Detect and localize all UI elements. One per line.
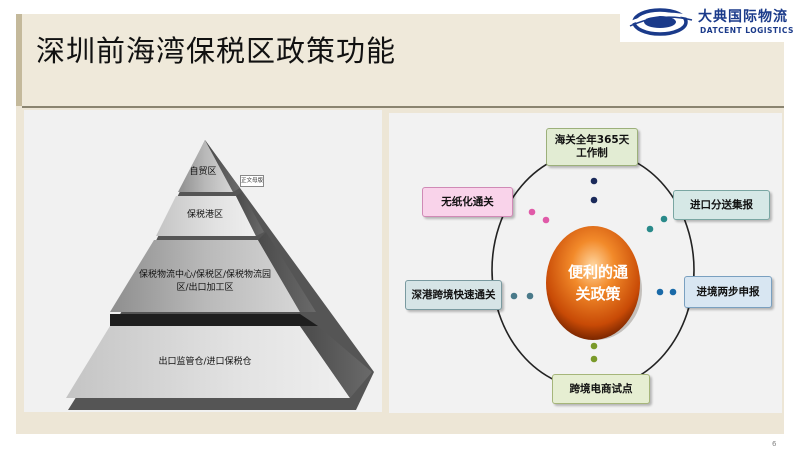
pyramid-level-4 — [66, 326, 350, 398]
policy-box-cross-border-ecommerce: 跨境电商试点 — [552, 374, 650, 404]
connector-dot — [542, 216, 550, 224]
connector-dot — [669, 288, 677, 296]
pyramid-label-level-4: 出口监管仓/进口保税仓 — [158, 357, 252, 367]
connector-dot — [590, 196, 598, 204]
connector-dot — [590, 355, 598, 363]
title-underline — [22, 106, 784, 108]
policy-box-import-split-declaration: 进口分送集报 — [673, 190, 770, 220]
policy-center-circle — [546, 226, 640, 340]
policy-box-customs-365: 海关全年365天 工作制 — [546, 128, 638, 166]
pyramid-label-level-2: 保税港区 — [186, 210, 223, 220]
policy-box-two-step-declaration: 进境两步申报 — [684, 276, 772, 308]
connector-dot — [526, 292, 534, 300]
pyramid-level-4-side — [300, 326, 372, 398]
pyramid-level-3-side — [258, 232, 316, 312]
logo-mark-icon — [627, 8, 695, 36]
connector-dot — [660, 215, 668, 223]
connector-dot — [510, 292, 518, 300]
connector-dot — [590, 177, 598, 185]
pyramid-level-3 — [110, 240, 300, 312]
pyramid-level-1-side — [205, 140, 240, 192]
master-slide-tooltip: 正文母版 — [240, 175, 264, 187]
pyramid-level-1 — [178, 140, 233, 192]
logo-chinese-text: 大典国际物流 — [698, 9, 788, 25]
connector-dot — [590, 342, 598, 350]
pyramid-level-2-side — [236, 192, 264, 236]
connector-dot — [646, 225, 654, 233]
connector-dot — [656, 288, 664, 296]
pyramid-level-4-top — [110, 314, 318, 326]
slide-title: 深圳前海湾保税区政策功能 — [36, 34, 397, 68]
pyramid-label-level-3: 保税物流中心/保税区/保税物流园 区/出口加工区 — [138, 270, 272, 293]
page-number: 6 — [772, 440, 777, 448]
policy-center-label: 便利的通 关政策 — [567, 263, 628, 303]
pyramid-label-level-1: 自贸区 — [189, 167, 217, 177]
policy-box-sz-hk-fast-clearance: 深港跨境快速通关 — [405, 280, 502, 310]
company-logo: 大典国际物流 DATCENT LOGISTICS — [620, 0, 800, 42]
policy-box-paperless-clearance: 无纸化通关 — [422, 187, 513, 217]
pyramid-level-2 — [156, 196, 256, 236]
connector-dot — [528, 208, 536, 216]
logo-english-text: DATCENT LOGISTICS — [700, 26, 794, 35]
